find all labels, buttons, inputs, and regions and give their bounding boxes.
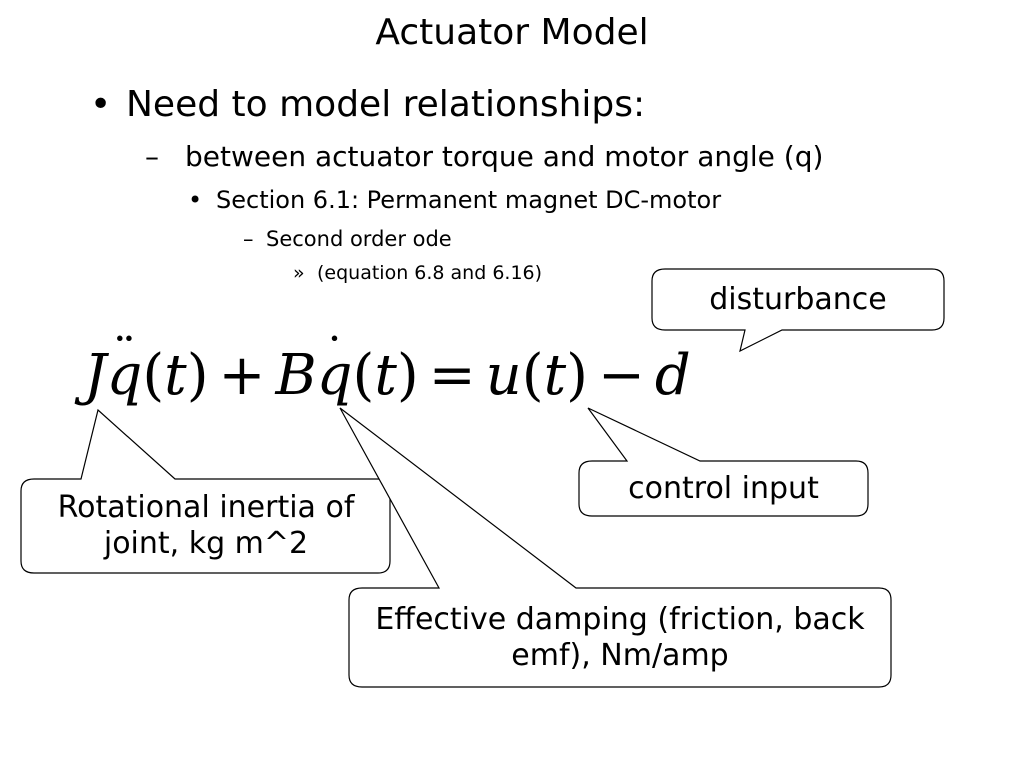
eq-open-paren: ( [521,343,544,408]
eq-B: B [275,343,317,408]
eq-t: t [374,343,397,408]
eq-q-dot: q [317,332,353,416]
bullet-text: Second order ode [266,227,452,251]
disturbance-callout-shape [651,268,945,353]
damping-callout-shape [339,407,892,688]
eq-close-paren: ) [566,343,588,408]
eq-equals: = [428,343,476,408]
bullet-marker: • [188,186,203,214]
bullet-level-5: » (equation 6.8 and 6.16) [293,262,542,284]
bullet-marker: – [243,227,254,251]
eq-J: J [84,343,107,408]
eq-open-paren: ( [352,343,375,408]
eq-close-paren: ) [186,343,209,408]
control-input-label: control input [628,470,819,506]
eq-t: t [543,343,567,408]
disturbance-label: disturbance [709,281,887,317]
bullet-level-2: –between actuator torque and motor angle… [145,140,823,173]
damping-label: Effective damping (friction, back emf), … [375,601,865,673]
eq-t: t [164,343,187,408]
bullet-marker: » [293,262,305,284]
control-input-callout-shape [578,407,869,517]
bullet-level-3: • Section 6.1: Permanent magnet DC-motor [188,186,721,214]
eq-open-paren: ( [142,343,165,408]
eq-close-paren: ) [396,343,419,408]
eq-d: d [654,343,691,408]
bullet-text: between actuator torque and motor angle … [185,140,824,173]
inertia-label: Rotational inertia of joint, kg m^2 [57,490,355,561]
bullet-marker: • [90,84,112,125]
actuator-equation: Jq(t)+Bq(t)=u(t)−d [84,332,691,416]
eq-q-ddot: q [106,332,142,416]
eq-plus: + [218,343,266,408]
eq-u: u [485,343,522,408]
slide-title: Actuator Model [375,12,649,53]
bullet-level-4: –Second order ode [243,227,452,251]
bullet-level-1: • Need to model relationships: [90,84,645,125]
bullet-text: (equation 6.8 and 6.16) [317,262,543,284]
bullet-text: Need to model relationships: [126,84,646,125]
eq-minus: − [597,343,645,408]
bullet-text: Section 6.1: Permanent magnet DC-motor [216,186,722,214]
bullet-marker: – [145,140,159,173]
